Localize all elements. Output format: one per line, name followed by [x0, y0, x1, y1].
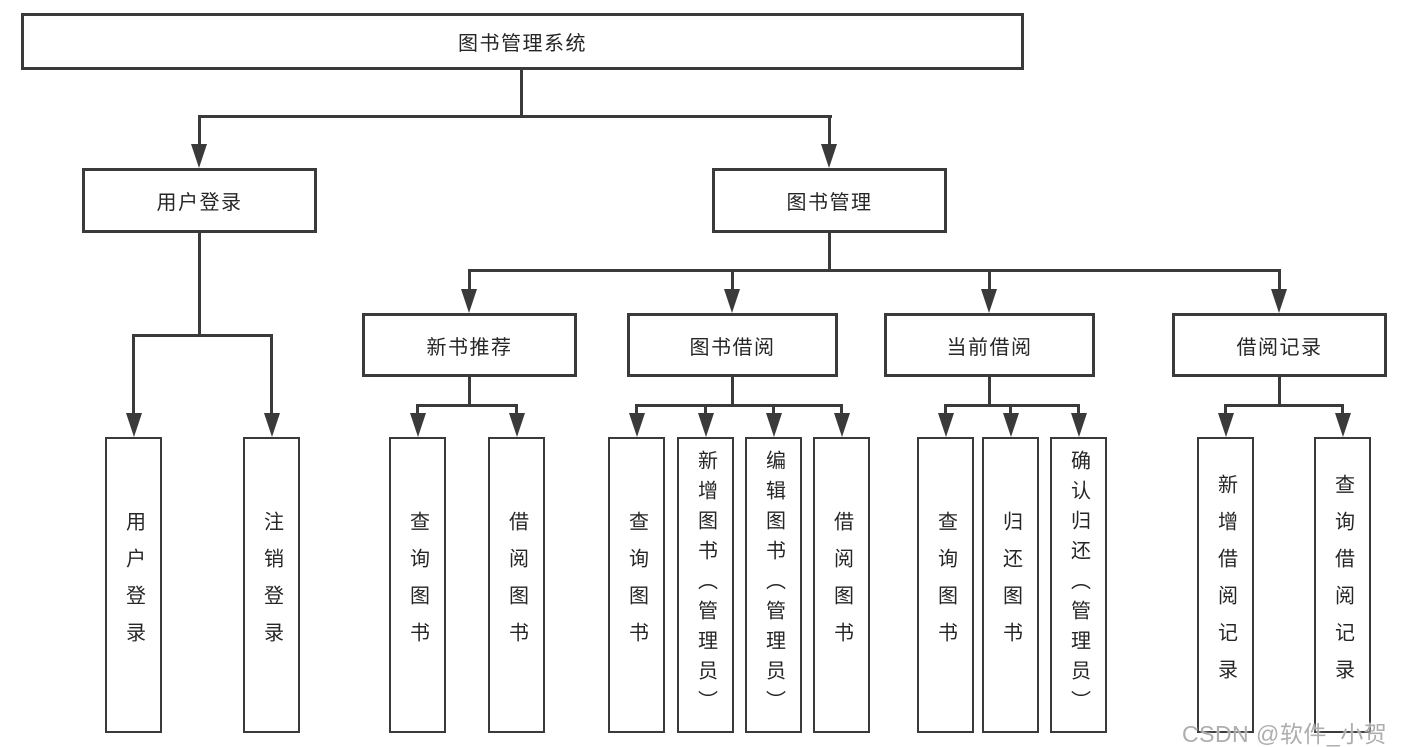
arrow-down-icon [833, 413, 850, 437]
node-label: 查询图书 [934, 511, 957, 659]
arrow-down-icon [409, 413, 426, 437]
node-label: 查询借阅记录 [1331, 474, 1354, 696]
node-label: 查询图书 [625, 511, 648, 659]
connector-drop-book-management [827, 115, 831, 146]
arrow-down-icon [1002, 413, 1019, 437]
connector-root-stem [519, 69, 523, 118]
connector-drop-leaf [772, 404, 775, 415]
arrow-down-icon [508, 413, 525, 437]
connector-drop-user-login [197, 115, 201, 146]
leaf-edit-book-admin: 编辑图书（管理员） [745, 437, 802, 733]
node-label: 查询图书 [406, 511, 429, 659]
connector-drop-leaf [1009, 404, 1012, 415]
node-label: 归还图书 [999, 511, 1022, 659]
arrow-down-icon [1070, 413, 1087, 437]
connector-stem [730, 377, 734, 407]
arrow-down-icon [765, 413, 782, 437]
node-borrow-records: 借阅记录 [1172, 313, 1387, 377]
connector-root-rail [197, 115, 832, 118]
node-new-book-recommend: 新书推荐 [362, 313, 577, 377]
leaf-user-login: 用户登录 [105, 437, 162, 733]
arrow-down-icon [1334, 413, 1351, 437]
node-label: 当前借阅 [946, 336, 1033, 359]
connector-drop-leaf [635, 404, 638, 415]
connector-book-mgmt-stem [827, 233, 831, 272]
arrow-down-icon [1271, 289, 1287, 313]
arrow-down-icon [1217, 413, 1234, 437]
leaf-query-books-borrow: 查询图书 [608, 437, 665, 733]
node-label: 编辑图书（管理员） [762, 450, 785, 720]
leaf-add-book-admin: 新增图书（管理员） [677, 437, 734, 733]
arrow-down-icon [125, 413, 142, 437]
node-label: 借阅记录 [1236, 336, 1323, 359]
node-label: 用户登录 [156, 192, 243, 214]
connector-drop-leaf [270, 334, 273, 416]
connector-drop-new-book [467, 269, 471, 291]
node-label: 借阅图书 [505, 511, 528, 659]
connector-drop-leaf [515, 404, 518, 415]
connector-rail [1224, 404, 1344, 407]
connector-stem [987, 377, 991, 407]
node-label: 图书管理 [786, 192, 873, 214]
node-label: 图书借阅 [689, 336, 776, 359]
arrow-down-icon [461, 289, 477, 313]
node-user-login-group: 用户登录 [82, 168, 317, 233]
arrow-down-icon [981, 289, 997, 313]
arrow-down-icon [724, 289, 740, 313]
node-label: 图书管理系统 [458, 33, 587, 55]
watermark-text: CSDN @软件_小贺同学 [1182, 721, 1388, 747]
node-label: 借阅图书 [830, 511, 853, 659]
connector-drop-leaf [704, 404, 707, 415]
arrow-down-icon [263, 413, 280, 437]
leaf-add-borrow-record: 新增借阅记录 [1197, 437, 1254, 733]
arrow-down-icon [821, 144, 837, 168]
node-label: 注销登录 [260, 511, 283, 659]
node-label: 新增借阅记录 [1214, 474, 1237, 696]
connector-user-login-rail [132, 334, 273, 337]
connector-drop-leaf [840, 404, 843, 415]
leaf-borrow-books-recommend: 借阅图书 [488, 437, 545, 733]
connector-drop-leaf [1341, 404, 1344, 415]
connector-drop-leaf [416, 404, 419, 415]
leaf-query-books-current: 查询图书 [917, 437, 974, 733]
connector-drop-book-borrow [730, 269, 734, 291]
connector-rail [416, 404, 518, 407]
node-current-borrow: 当前借阅 [884, 313, 1095, 377]
node-library-system: 图书管理系统 [21, 13, 1024, 70]
connector-stem [467, 377, 471, 407]
node-label: 用户登录 [122, 511, 145, 659]
leaf-confirm-return-admin: 确认归还（管理员） [1050, 437, 1107, 733]
connector-drop-leaf [944, 404, 947, 415]
arrow-down-icon [697, 413, 714, 437]
leaf-borrow-books: 借阅图书 [813, 437, 870, 733]
leaf-logout: 注销登录 [243, 437, 300, 733]
node-label: 确认归还（管理员） [1067, 450, 1090, 720]
leaf-return-books: 归还图书 [982, 437, 1039, 733]
arrow-down-icon [937, 413, 954, 437]
connector-user-login-stem [197, 233, 201, 337]
node-book-borrow: 图书借阅 [627, 313, 838, 377]
connector-drop-leaf [1224, 404, 1227, 415]
node-label: 新增图书（管理员） [694, 450, 717, 720]
leaf-query-books-recommend: 查询图书 [389, 437, 446, 733]
arrow-down-icon [191, 144, 207, 168]
connector-drop-leaf [1077, 404, 1080, 415]
connector-stem [1277, 377, 1281, 407]
connector-drop-leaf [132, 334, 135, 416]
node-label: 新书推荐 [426, 336, 513, 359]
leaf-query-borrow-record: 查询借阅记录 [1314, 437, 1371, 733]
connector-book-mgmt-rail [467, 269, 1281, 272]
connector-drop-current-borrow [987, 269, 991, 291]
connector-drop-borrow-records [1277, 269, 1281, 291]
connector-rail [944, 404, 1080, 407]
connector-rail [635, 404, 843, 407]
node-book-management: 图书管理 [712, 168, 947, 233]
arrow-down-icon [628, 413, 645, 437]
